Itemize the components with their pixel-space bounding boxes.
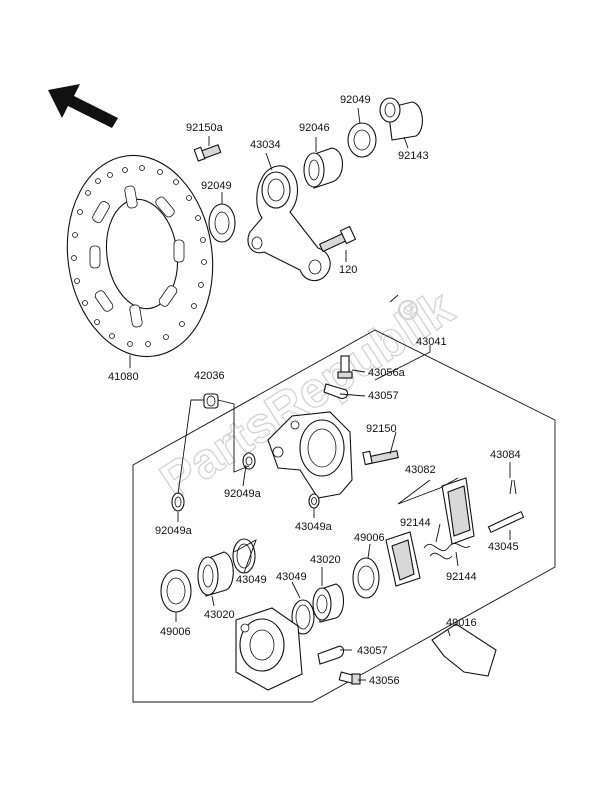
label-43049-left: 43049 [236,574,267,586]
label-92150: 92150 [366,423,397,435]
label-92049a-mid: 92049a [224,488,262,500]
label-43045: 43045 [488,541,519,553]
cotter-pin-43084 [509,479,517,495]
label-43056: 43056 [369,675,400,687]
seal-43049-mid [291,599,315,635]
label-43082: 43082 [405,464,436,476]
label-92144-bot: 92144 [446,571,477,583]
seal-43049-left [232,538,256,574]
label-43056a: 43056a [368,367,406,379]
oil-seal-92049-left [208,203,236,243]
seal-43049a [308,493,320,509]
label-92144-top: 92144 [400,517,431,529]
label-43057-bot: 43057 [357,645,388,657]
bolt-92150a [193,144,222,162]
brake-disc [66,154,214,358]
bleeder-valve-43056a [337,355,353,379]
seal-92049a-left [171,492,185,512]
leader-lines [129,107,511,681]
label-92150a: 92150a [186,122,224,134]
label-49016: 49016 [446,617,477,629]
label-92049-top: 92049 [340,94,371,106]
label-92143: 92143 [398,150,429,162]
bolt-92150 [362,450,399,466]
label-42036: 42036 [194,370,225,382]
pad-pin-43045 [487,510,525,534]
bolt-120 [318,225,357,253]
watermark-gear-icon [398,300,418,320]
label-49006-left: 49006 [160,626,191,638]
seal-49006-right [352,557,380,599]
bleeder-valve-43056 [338,671,361,685]
caliper-body-upper [267,411,353,499]
label-43084: 43084 [490,449,521,461]
label-43041: 43041 [416,336,447,348]
label-41080: 41080 [108,371,139,383]
pad-shim-49016 [431,623,497,677]
piston-43020-left [197,551,234,597]
label-92049a-left: 92049a [155,525,193,537]
cap-43057-top [323,383,349,399]
label-92046: 92046 [299,122,330,134]
torque-link-arm [247,165,331,282]
direction-arrow-icon [48,84,118,128]
label-43020-left: 43020 [204,609,235,621]
collar-42036 [203,393,219,409]
needle-bearing-92046 [303,147,344,189]
brake-pad-lower [385,531,421,587]
cap-43057-bottom [317,645,345,665]
seal-92049a-mid [242,452,256,470]
assembly-frame [132,329,556,703]
caliper-body-lower [235,607,303,691]
label-43034: 43034 [250,139,281,151]
label-43049a: 43049a [295,521,333,533]
piston-43020-right [312,583,345,623]
label-43020-right: 43020 [310,554,341,566]
label-120: 120 [339,264,357,276]
sleeve-92143 [379,97,423,141]
spring-92144 [423,543,471,560]
oil-seal-92049-top [347,122,377,158]
label-49006-right: 49006 [354,532,385,544]
label-92049-left: 92049 [201,180,232,192]
brake-pad-upper [441,477,475,545]
seal-49006-left [160,569,192,613]
label-43049-mid: 43049 [276,571,307,583]
label-43057-top: 43057 [368,390,399,402]
